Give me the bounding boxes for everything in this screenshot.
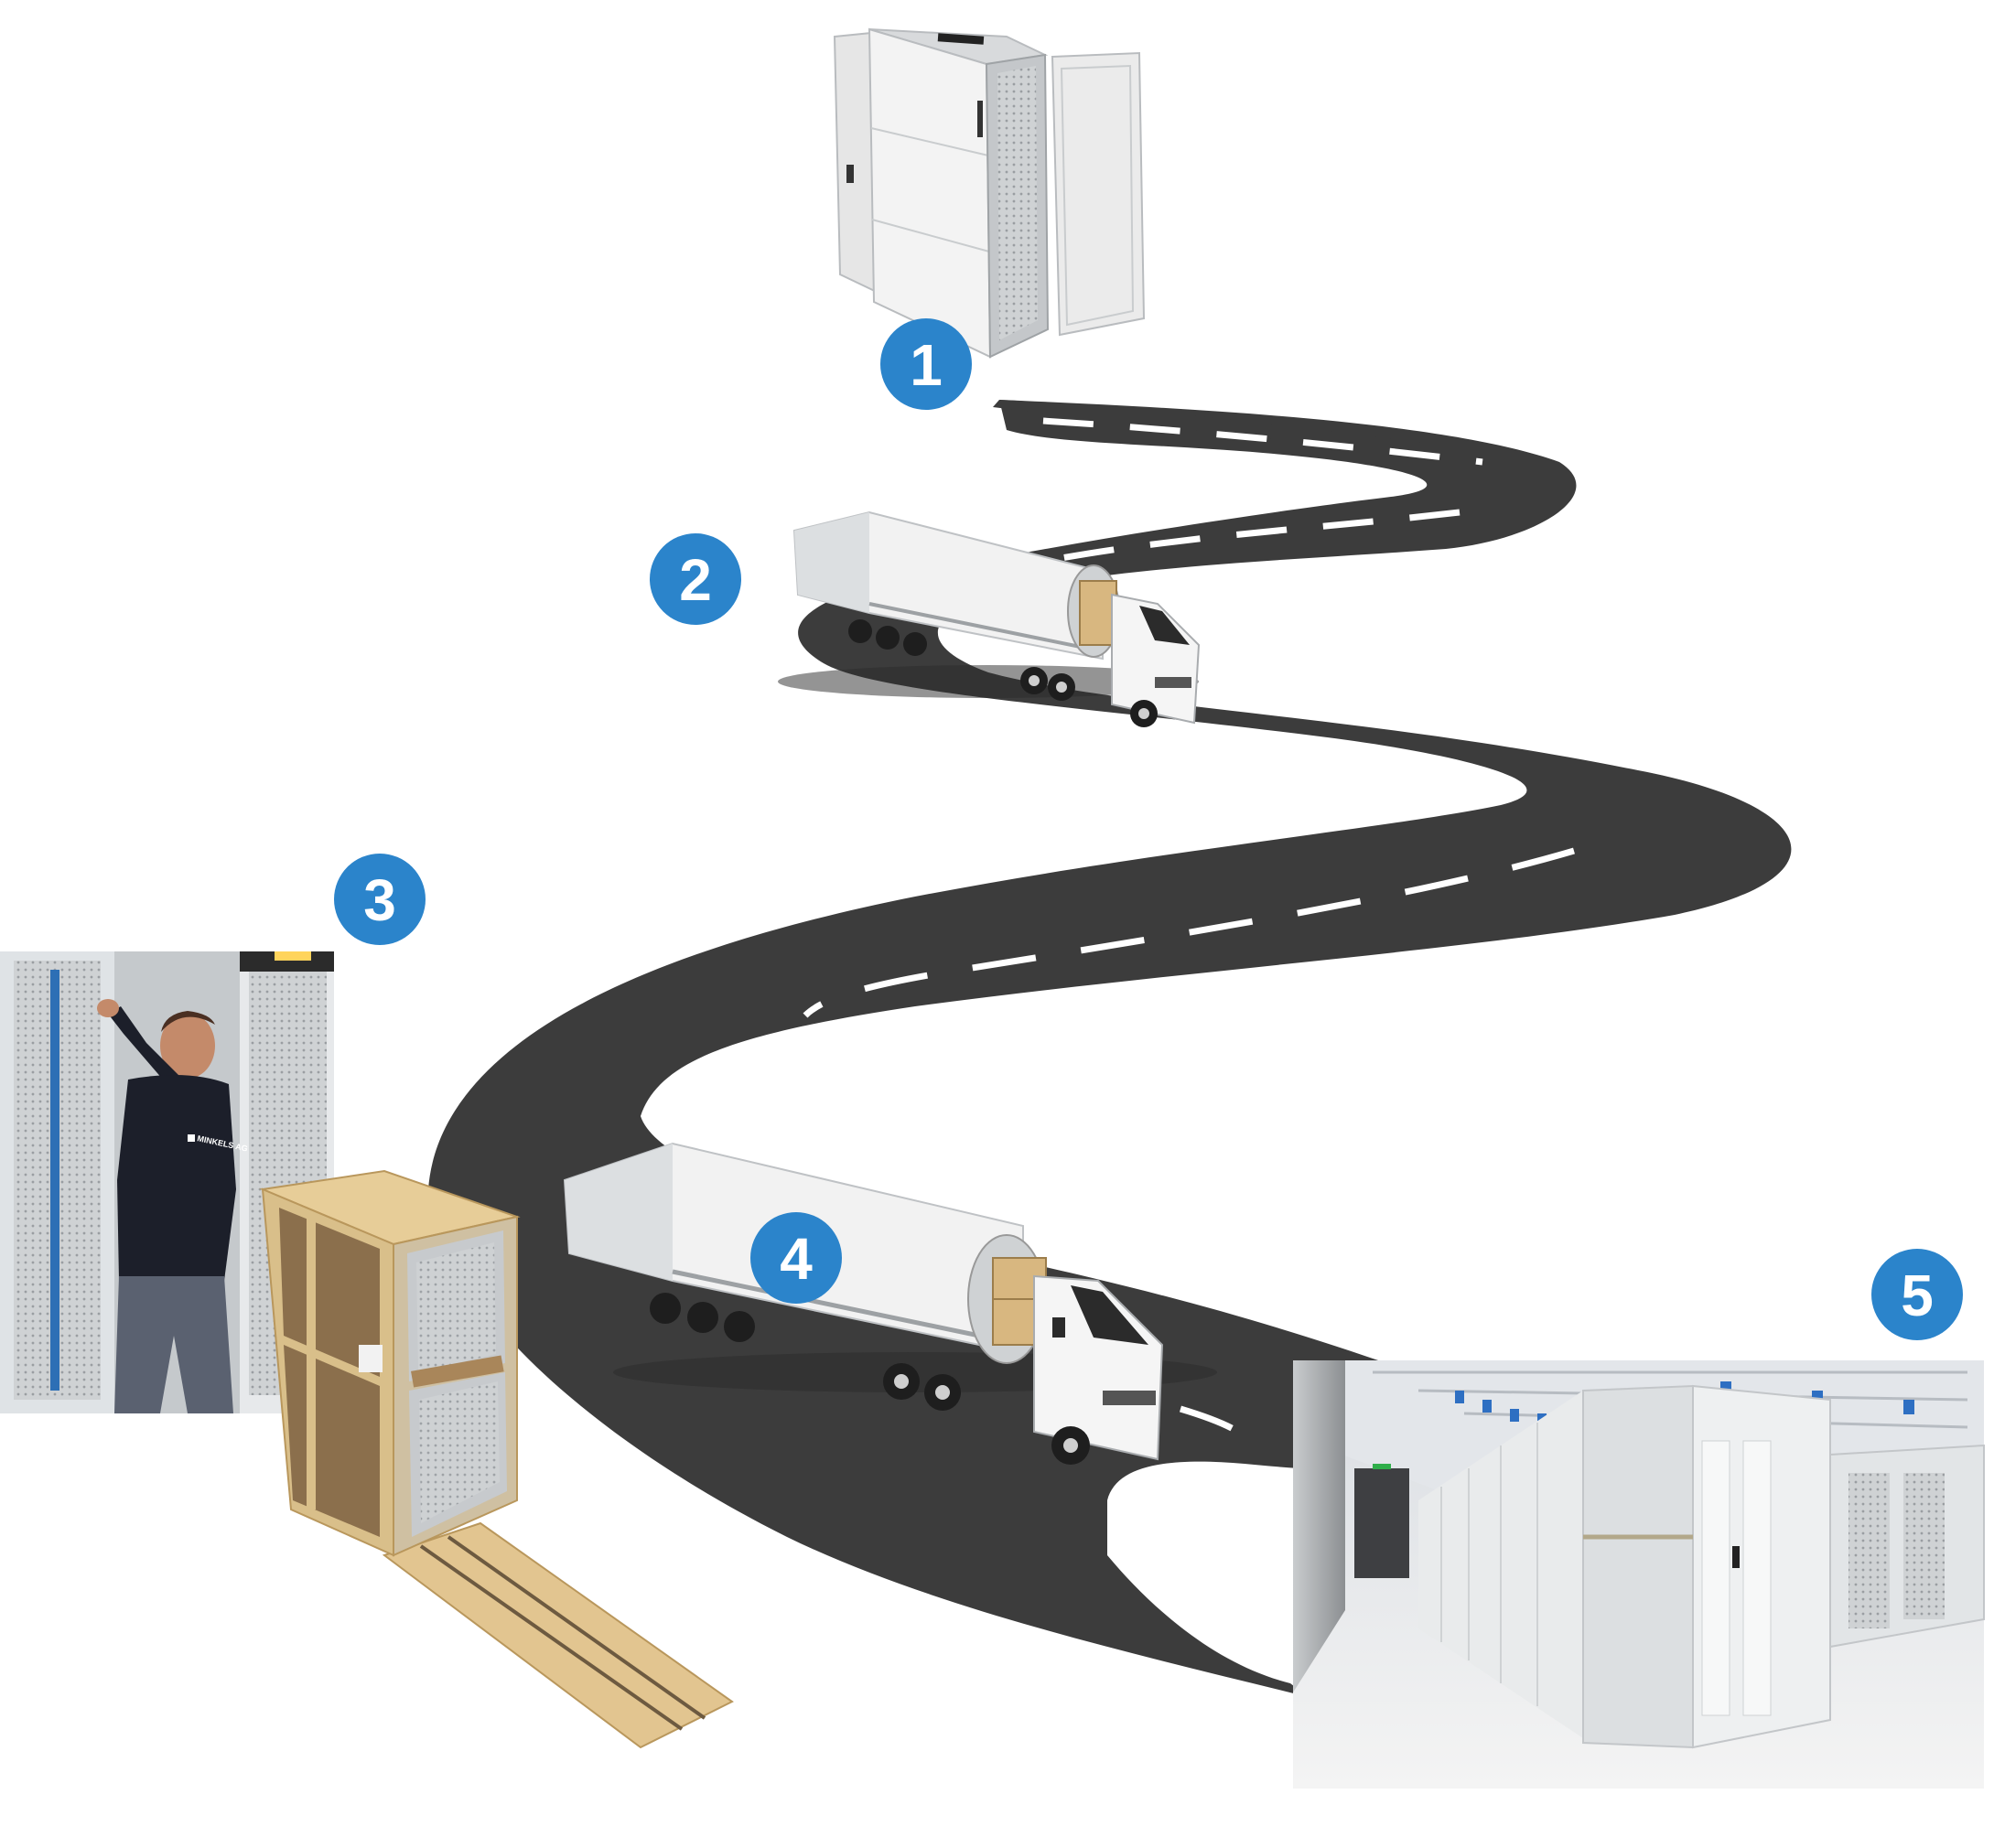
datacenter-photo (1293, 1360, 1985, 1789)
step-badge-circle (750, 1212, 842, 1304)
step-badge-circle (1871, 1249, 1963, 1340)
lane-markings (803, 417, 1603, 1451)
step-badge-number: 5 (1901, 1262, 1934, 1328)
step-badge-1: 1 (880, 318, 972, 410)
step-badge-circle (880, 318, 972, 410)
step-badge-2: 2 (650, 533, 741, 625)
step-badges: 1 2 3 4 5 (334, 318, 1963, 1340)
step-badge-number: 2 (679, 547, 712, 613)
step-badge-number: 4 (780, 1226, 813, 1292)
step-badge-number: 1 (910, 332, 943, 398)
step-badge-3: 3 (334, 854, 426, 945)
crate-icon (259, 1169, 734, 1749)
server-rack-icon (833, 27, 1146, 359)
step-badge-circle (650, 533, 741, 625)
step-badge-5: 5 (1871, 1249, 1963, 1340)
step-badge-circle (334, 854, 426, 945)
truck-icon (778, 510, 1201, 727)
technician: MINKELS AG (97, 999, 249, 1413)
step-badge-number: 3 (363, 867, 396, 933)
step-badge-4: 4 (750, 1212, 842, 1304)
